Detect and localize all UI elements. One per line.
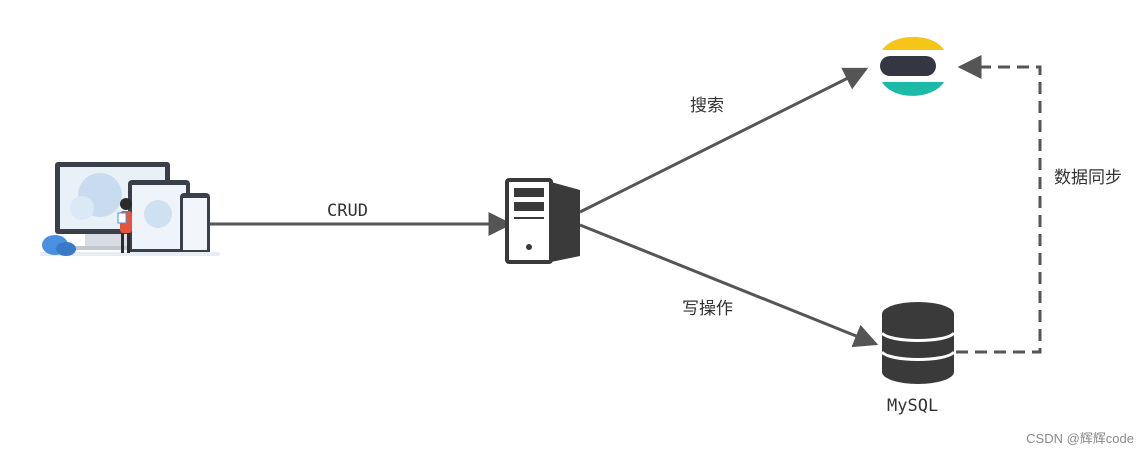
mysql-label: MySQL	[887, 396, 938, 416]
crud-label: CRUD	[327, 201, 368, 221]
elasticsearch-logo-icon	[880, 36, 944, 96]
search-label: 搜索	[690, 96, 724, 116]
watermark-text: CSDN @辉辉code	[1026, 431, 1134, 446]
database-cylinder-icon	[880, 302, 956, 384]
sync-label: 数据同步	[1054, 168, 1122, 188]
search-arrow	[579, 67, 869, 214]
write-arrow	[579, 223, 879, 348]
client-devices-icon	[40, 162, 220, 256]
sync-dashed-arrow	[956, 55, 1042, 354]
server-tower-icon	[505, 178, 580, 264]
write-label: 写操作	[682, 299, 733, 319]
